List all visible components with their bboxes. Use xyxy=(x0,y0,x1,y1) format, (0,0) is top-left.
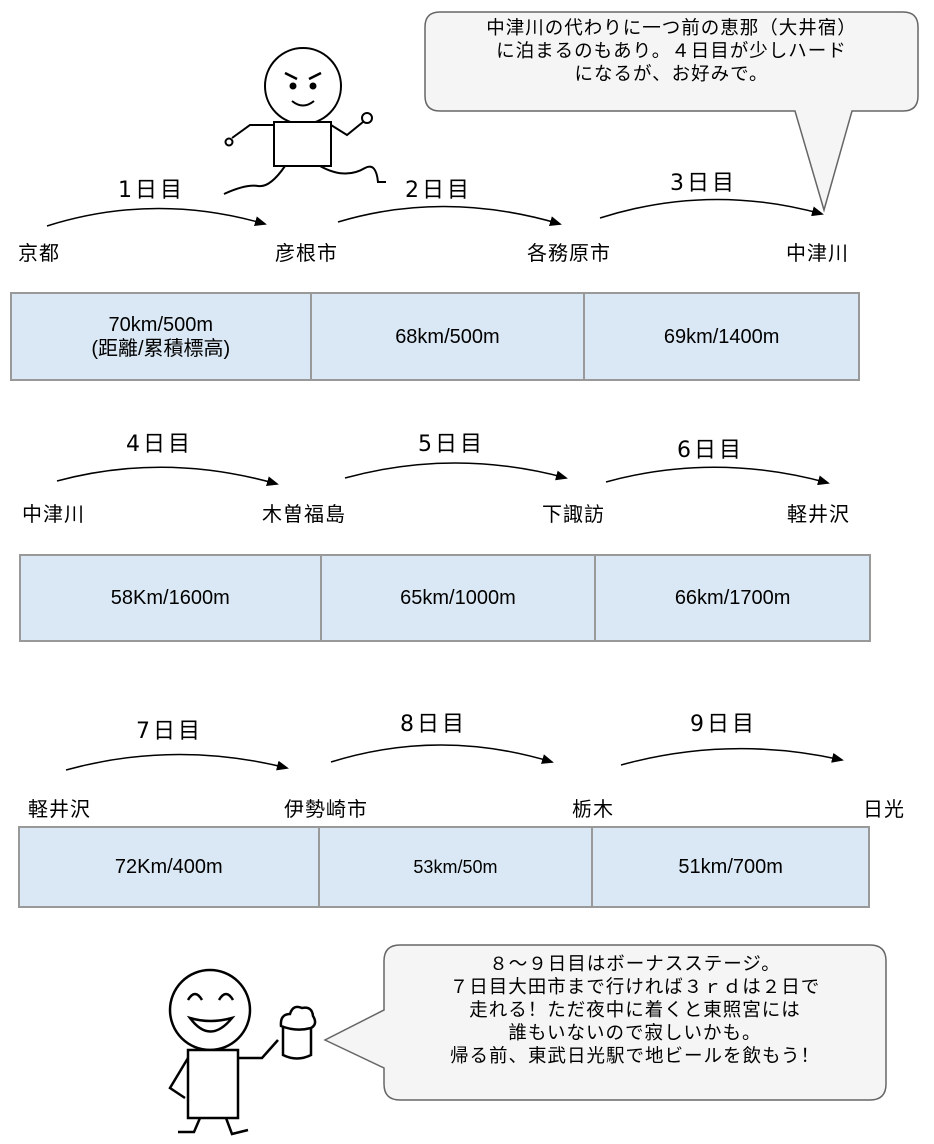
day-label: 3日目 xyxy=(670,171,737,196)
arrow-day-5 xyxy=(344,462,568,481)
callout-line: 走れる！ただ夜中に着くと東照宮には xyxy=(469,1000,801,1021)
arrow-day-8 xyxy=(330,744,554,764)
city-label: 木曽福島 xyxy=(262,502,346,526)
segment-cell: 51km/700m xyxy=(678,856,783,878)
city-label: 下諏訪 xyxy=(542,502,605,526)
top-callout-bubble xyxy=(424,11,919,213)
bottom-callout-text: ８〜９日目はボーナスステージ。 ７日目大田市まで行ければ３ｒｄは２日で 走れる！… xyxy=(384,953,886,1068)
day-label: 8日目 xyxy=(400,712,467,737)
day-label: 1日目 xyxy=(118,178,185,203)
city-label: 軽井沢 xyxy=(28,797,91,821)
arrow-day-6 xyxy=(605,466,830,486)
segment-cell: 68km/500m xyxy=(312,294,586,379)
segment-cell: 58Km/1600m xyxy=(21,556,322,640)
day-label: 6日目 xyxy=(677,438,744,463)
arrow-day-1 xyxy=(46,207,267,227)
callout-line: 中津川の代わりに一つ前の恵那（大井宿） xyxy=(486,18,857,39)
bottom-callout-bubble xyxy=(323,944,887,1101)
city-label: 中津川 xyxy=(786,241,849,265)
city-label: 軽井沢 xyxy=(787,502,850,526)
callout-line: ８〜９日目はボーナスステージ。 xyxy=(489,954,781,975)
day-label: 4日目 xyxy=(126,432,193,457)
city-label: 中津川 xyxy=(22,502,85,526)
segment-row-3: 72Km/400m 53km/50m 51km/700m xyxy=(18,826,870,908)
segment-cell: 72Km/400m xyxy=(20,828,320,906)
arrow-day-7 xyxy=(65,753,289,771)
day-label: 2日目 xyxy=(405,178,472,203)
segment-cell: 70km/500m (距離/累積標高) xyxy=(12,294,312,379)
segment-cell: 53km/50m xyxy=(320,828,594,906)
arrow-day-3 xyxy=(599,198,824,219)
city-label: 栃木 xyxy=(572,797,614,821)
segment-cell: 69km/1400m xyxy=(663,325,780,348)
city-label: 伊勢崎市 xyxy=(284,797,368,821)
beer-figure-icon xyxy=(168,968,317,1136)
callout-line: になるが、お好みで。 xyxy=(574,64,769,85)
city-label: 京都 xyxy=(18,241,60,265)
segment-row-2: 58Km/1600m 65km/1000m 66km/1700m xyxy=(19,554,871,642)
day-label: 7日目 xyxy=(136,719,203,744)
callout-line: 帰る前、東武日光駅で地ビールを飲もう！ xyxy=(450,1046,820,1067)
segment-row-1: 70km/500m (距離/累積標高) 68km/500m 69km/1400m xyxy=(10,292,860,381)
callout-line: 誰もいないので寂しいかも。 xyxy=(508,1023,762,1044)
arrow-day-2 xyxy=(337,205,562,226)
segment-cell: 66km/1700m xyxy=(674,587,791,609)
city-label: 日光 xyxy=(863,797,905,821)
segment-cell: 65km/1000m xyxy=(322,556,597,640)
arrow-day-4 xyxy=(56,466,279,487)
city-label: 彦根市 xyxy=(275,241,338,265)
callout-line: ７日目大田市まで行ければ３ｒｄは２日で xyxy=(449,977,821,998)
arrow-day-9 xyxy=(620,747,844,766)
top-callout-text: 中津川の代わりに一つ前の恵那（大井宿） に泊まるのもあり。４日目が少しハード に… xyxy=(425,17,918,86)
callout-line: に泊まるのもあり。４日目が少しハード xyxy=(496,41,847,62)
day-label: 5日目 xyxy=(418,432,485,457)
running-figure-icon xyxy=(223,47,386,195)
day-label: 9日目 xyxy=(690,712,757,737)
city-label: 各務原市 xyxy=(527,241,611,265)
